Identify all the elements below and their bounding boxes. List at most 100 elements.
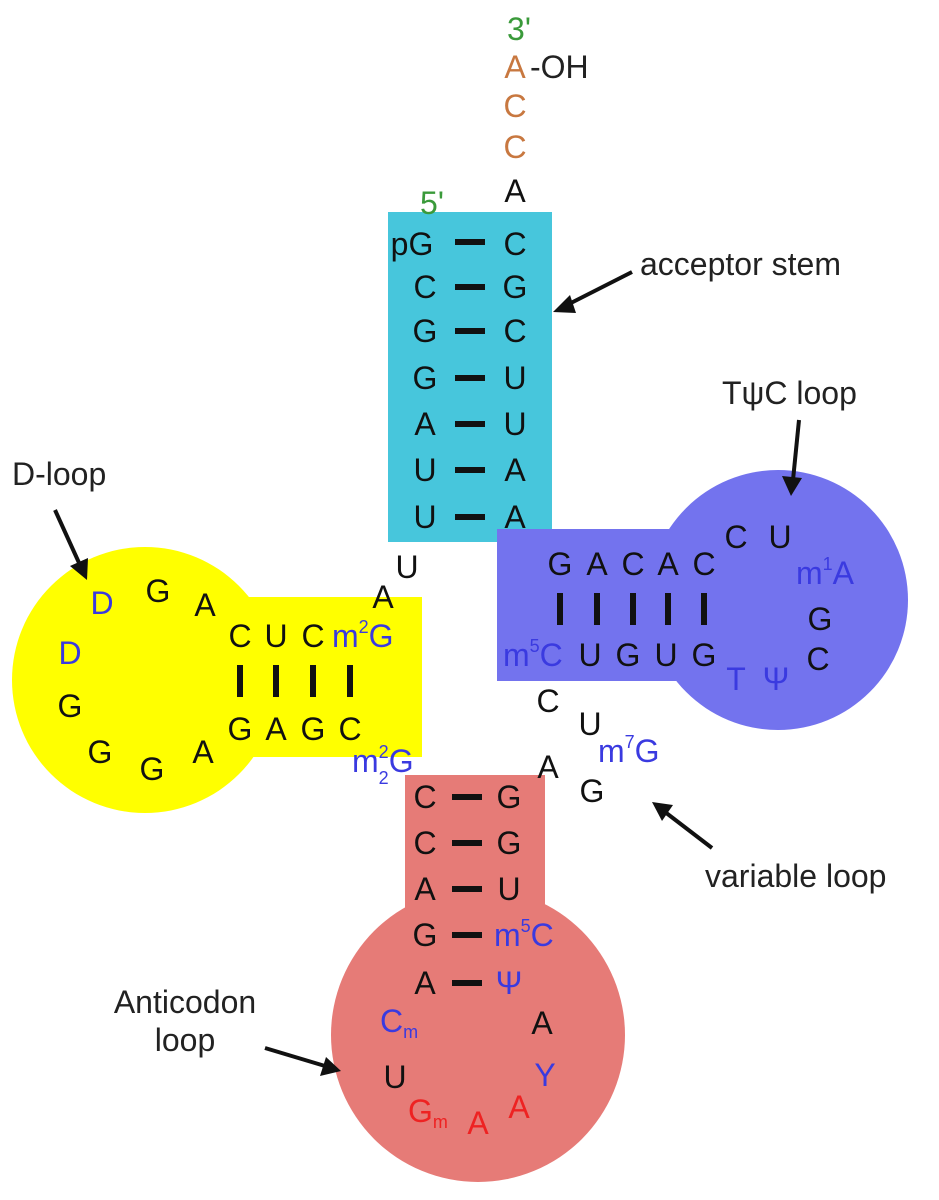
tpsic-loop-arrow (791, 419, 801, 481)
d-loop-g4: G (140, 751, 165, 787)
ac-stem-psi: Ψ (496, 965, 523, 1001)
ac-stem-5p-3: A (414, 871, 436, 907)
t-stem-m5c: m5C (503, 636, 563, 673)
d-stem-top-2: U (264, 618, 287, 654)
d-loop-g3: G (88, 734, 113, 770)
ac-stem-5p-1: C (413, 779, 436, 815)
anticodon-stem: C C A G A G G U m5C Ψ (413, 779, 554, 1001)
ac-loop-y: Y (534, 1057, 555, 1093)
tpsic-loop-label: TψC loop (722, 375, 857, 411)
t-stem-bottom-1: U (578, 637, 601, 673)
t-stem: G A C A C m5C U G U G (503, 546, 716, 673)
anticodon-loop-bases: Cm U Gm A A Y A (380, 1003, 556, 1141)
junction-u8: U (395, 549, 418, 585)
cca-c2: C (503, 129, 526, 165)
d-loop-bases: A G D D G G G A (58, 573, 217, 787)
acceptor-5p-6: U (413, 452, 436, 488)
ac-stem-3p-1: G (497, 779, 522, 815)
acceptor-5p-4: G (413, 360, 438, 396)
acceptor-5p-5: A (414, 406, 436, 442)
anticodon-loop-region-circle (331, 888, 625, 1182)
acceptor-5p-1: pG (391, 226, 434, 262)
acceptor-3p-1: C (503, 226, 526, 262)
t-stem-top-2: A (586, 546, 608, 582)
acceptor-5p-7: U (413, 499, 436, 535)
d-loop-d1: D (90, 585, 113, 621)
ac-stem-3p-3: U (497, 871, 520, 907)
variable-c: C (536, 683, 559, 719)
acceptor-3p-5: U (503, 406, 526, 442)
variable-loop-arrowhead (652, 802, 673, 821)
anticodon-loop-label-line1: Anticodon (114, 984, 256, 1020)
d-loop-g2: G (58, 688, 83, 724)
d-stem-bottom-1: G (228, 711, 253, 747)
t-stem-bottom-4: G (692, 637, 717, 673)
ac-loop-anticodon-a1: A (467, 1105, 489, 1141)
tpsic-loop-arrowhead (782, 476, 802, 496)
acceptor-stem-arrow (564, 270, 633, 308)
anticodon-loop-label-line2: loop (155, 1022, 216, 1058)
cca-c1: C (503, 88, 526, 124)
cca-a: A (504, 49, 526, 85)
three-prime-label: 3' (507, 11, 531, 47)
region-shapes (12, 212, 908, 1182)
acceptor-stem-arrowhead (553, 295, 576, 313)
d-stem-top-1: C (228, 618, 251, 654)
annotation-arrows (53, 270, 802, 1076)
d-loop-a1: A (194, 587, 216, 623)
acceptor-5p-3: G (413, 313, 438, 349)
acceptor-3p-2: G (503, 269, 528, 305)
junction-a9: A (372, 579, 394, 615)
t-stem-top-5: C (692, 546, 715, 582)
d-stem-bottom-2: A (265, 711, 287, 747)
d-loop-arrow (53, 509, 82, 566)
t-stem-top-1: G (548, 546, 573, 582)
d-loop-label: D-loop (12, 456, 106, 492)
d-stem-bottom-4: C (338, 711, 361, 747)
ac-stem-5p-4: G (413, 917, 438, 953)
d-loop-g1: G (146, 573, 171, 609)
d-stem-top-3: C (301, 618, 324, 654)
ac-stem-5p-5: A (414, 965, 436, 1001)
acceptor-3p-3: C (503, 313, 526, 349)
acceptor-stem-label: acceptor stem (640, 246, 841, 282)
variable-loop-arrow (663, 810, 714, 850)
ac-loop-cm: Cm (380, 1003, 418, 1042)
t-loop-t: T (726, 661, 746, 697)
ac-loop-a: A (531, 1005, 553, 1041)
t-stem-bottom-2: G (616, 637, 641, 673)
ac-loop-gm: Gm (408, 1093, 448, 1132)
anticodon-stem-region (405, 775, 545, 975)
d-stem-top-m2g: m2G (332, 617, 394, 654)
t-stem-bottom-3: U (654, 637, 677, 673)
variable-m7g: m7G (598, 732, 660, 769)
ac-stem-5p-2: C (413, 825, 436, 861)
acceptor-5p-2: C (413, 269, 436, 305)
three-prime-end: 3' A -OH C C A 5' (420, 11, 589, 221)
t-loop-g: G (808, 601, 833, 637)
anticodon-loop-arrow (264, 1046, 326, 1068)
variable-region: C U m7G A G (536, 683, 659, 809)
t-stem-top-4: A (657, 546, 679, 582)
acceptor-3p-4: U (503, 360, 526, 396)
d-loop-a2: A (192, 734, 214, 770)
anticodon-loop-arrowhead (320, 1057, 341, 1076)
t-loop-c2: C (806, 641, 829, 677)
d-loop-arrowhead (70, 558, 88, 580)
variable-a: A (537, 749, 559, 785)
t-loop-m1a: m1A (796, 554, 855, 591)
t-stem-top-3: C (621, 546, 644, 582)
t-stem-region (497, 529, 717, 681)
variable-u: U (578, 706, 601, 742)
acceptor-a: A (504, 173, 526, 209)
ac-loop-anticodon-a2: A (508, 1089, 530, 1125)
five-prime-label: 5' (420, 185, 444, 221)
d-loop-region-circle (12, 547, 278, 813)
d-loop-d2: D (58, 635, 81, 671)
acceptor-3p-7: A (504, 499, 526, 535)
oh-label: -OH (530, 49, 589, 85)
